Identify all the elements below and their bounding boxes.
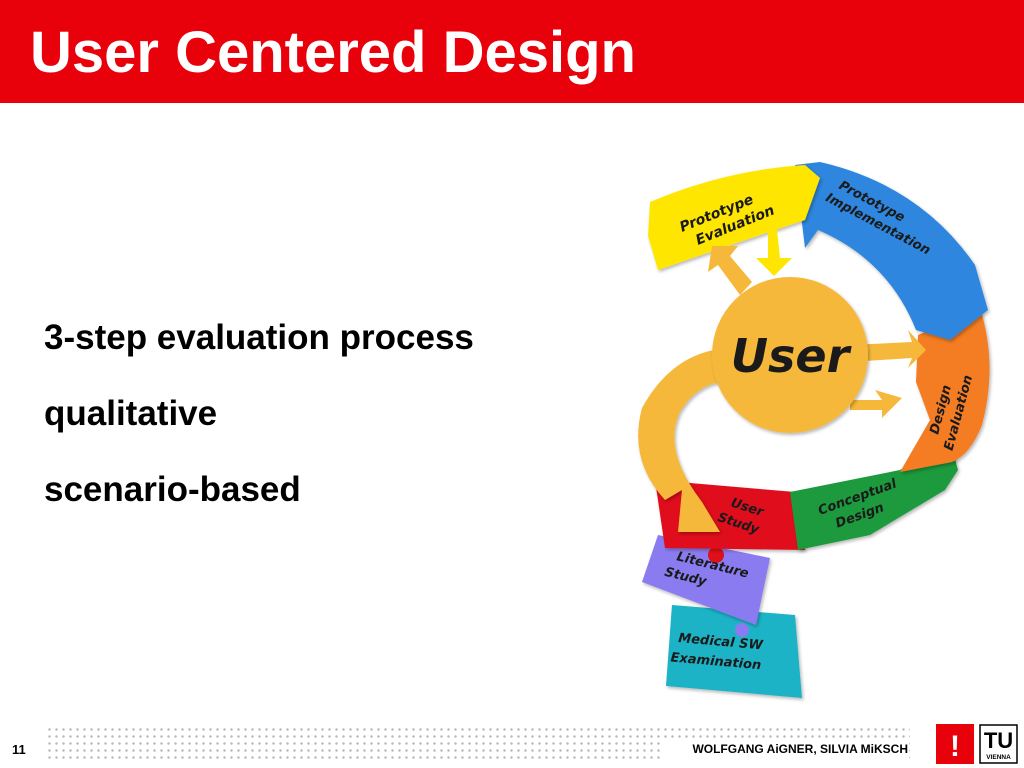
- title-bar: User Centered Design: [0, 0, 1024, 103]
- bullet-item: scenario-based: [44, 470, 301, 509]
- center-arrow-up-left: [708, 246, 752, 295]
- medical-sw-examination-block: [666, 605, 802, 698]
- bullet-list: 3-step evaluation process qualitative sc…: [44, 318, 474, 546]
- logo-exclamation: !: [950, 730, 960, 763]
- bullet-item: 3-step evaluation process: [44, 318, 474, 357]
- puzzle-knob: [708, 547, 724, 563]
- prototype-evaluation-banner: [648, 165, 820, 270]
- user-label: User: [731, 329, 853, 383]
- slide-title: User Centered Design: [30, 20, 636, 85]
- footer-authors: WOLFGANG AiGNER, SILVIA MiKSCH: [662, 738, 908, 760]
- prototype-implementation-segment: [795, 162, 988, 340]
- page-number: 11: [12, 742, 26, 757]
- literature-study-block: [642, 535, 770, 625]
- center-arrow-lower-right: [850, 390, 902, 418]
- logo-vienna: VIENNA: [986, 754, 1011, 761]
- user-centered-design-diagram: User Prototype Evaluation Prototype Impl…: [638, 162, 990, 698]
- user-spiral-arm: [638, 348, 745, 532]
- user-circle: [712, 277, 868, 433]
- prototype-evaluation-arrow: [756, 220, 792, 276]
- logo-tu: TU: [984, 728, 1013, 753]
- bullet-item: qualitative: [44, 394, 218, 433]
- puzzle-knob: [735, 623, 749, 637]
- center-arrow-right: [850, 330, 926, 368]
- tu-vienna-logo: ! TU VIENNA: [936, 724, 1018, 764]
